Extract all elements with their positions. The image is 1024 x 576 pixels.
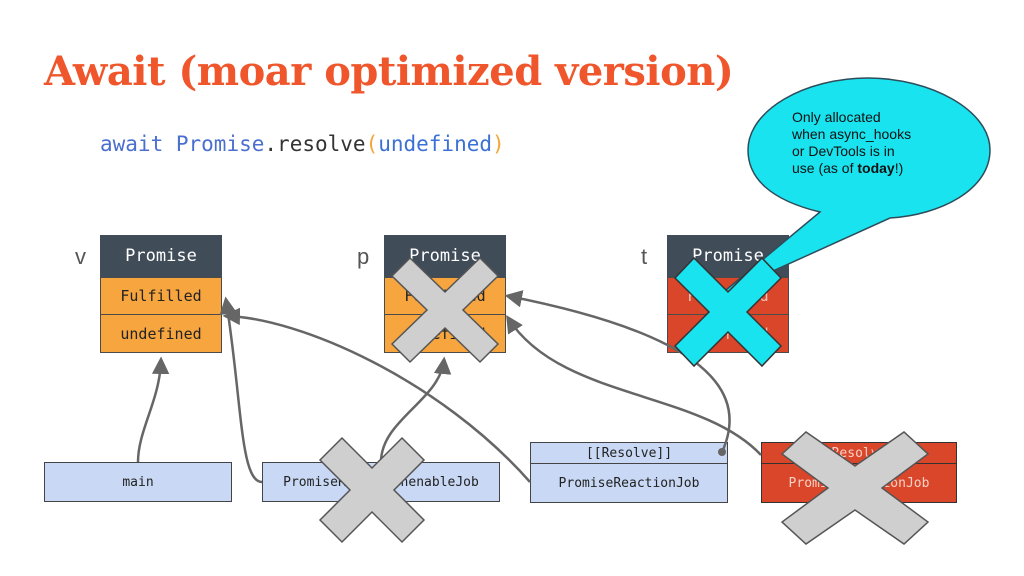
code-await: await [100, 132, 164, 156]
promise-v-state: Fulfilled [100, 277, 222, 315]
callout-bold-today: today [857, 160, 895, 176]
arrow-reaction-to-v [222, 307, 531, 483]
cross-icon-promise-p [390, 256, 500, 364]
cross-icon-red-job [780, 431, 930, 545]
code-promise: Promise [175, 132, 265, 156]
arrow-red-to-p-value [506, 315, 762, 456]
callout-text: Only allocated when async_hooks or DevTo… [792, 109, 912, 176]
var-label-v: v [75, 244, 86, 269]
cross-icon-thenable-job [318, 436, 426, 544]
code-open-paren: ( [365, 132, 379, 156]
resolve-slot-dot [718, 448, 726, 456]
job-main: main [44, 462, 232, 502]
arrow-thenable-to-p [379, 356, 452, 463]
arrow-thenable-to-v [219, 296, 263, 484]
promise-v-header: Promise [100, 235, 222, 277]
promise-v: Promise Fulfilled undefined [100, 235, 222, 353]
code-dot: . [264, 132, 278, 156]
var-label-t: t [641, 244, 648, 269]
var-label-p: p [357, 244, 370, 269]
code-arg: undefined [378, 132, 493, 156]
arrow-main-to-v [136, 356, 170, 463]
slide-title: Await (moar optimized version) [44, 48, 734, 95]
cross-icon-promise-t [673, 256, 783, 368]
code-close-paren: ) [492, 132, 505, 156]
code-resolve: resolve [277, 132, 366, 156]
promise-v-value: undefined [100, 315, 222, 353]
arrow-resolve-to-p-state [504, 290, 731, 453]
callout-bubble [719, 77, 991, 296]
code-snippet: await Promise.resolve(undefined) [100, 132, 505, 156]
job-reaction: PromiseReactionJob [530, 463, 728, 503]
